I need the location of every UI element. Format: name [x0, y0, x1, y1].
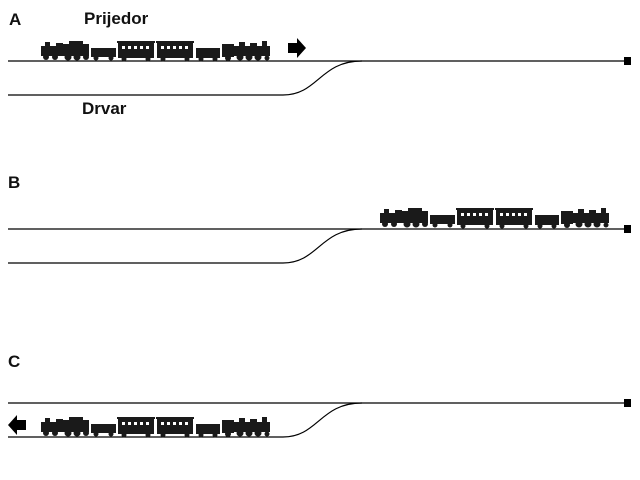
buffer-stop-icon — [624, 57, 631, 65]
buffer-stop-icon — [624, 225, 631, 233]
station-label-drvar: Drvar — [82, 99, 127, 118]
station-label-prijedor: Prijedor — [84, 9, 149, 28]
panel-c — [8, 399, 631, 438]
panel-label-a: A — [9, 10, 22, 29]
steam-train-icon — [380, 208, 609, 229]
panel-label-c: C — [8, 352, 21, 371]
branch-track — [8, 60, 363, 96]
steam-train-icon — [41, 417, 270, 438]
steam-train-icon — [41, 41, 270, 62]
panel-label-b: B — [8, 173, 21, 192]
branch-track — [8, 228, 363, 264]
branch-track — [8, 402, 363, 438]
arrow-left-icon — [8, 415, 26, 435]
arrow-right-icon — [288, 38, 306, 58]
buffer-stop-icon — [624, 399, 631, 407]
panel-b — [8, 208, 631, 264]
panel-a — [8, 38, 631, 96]
